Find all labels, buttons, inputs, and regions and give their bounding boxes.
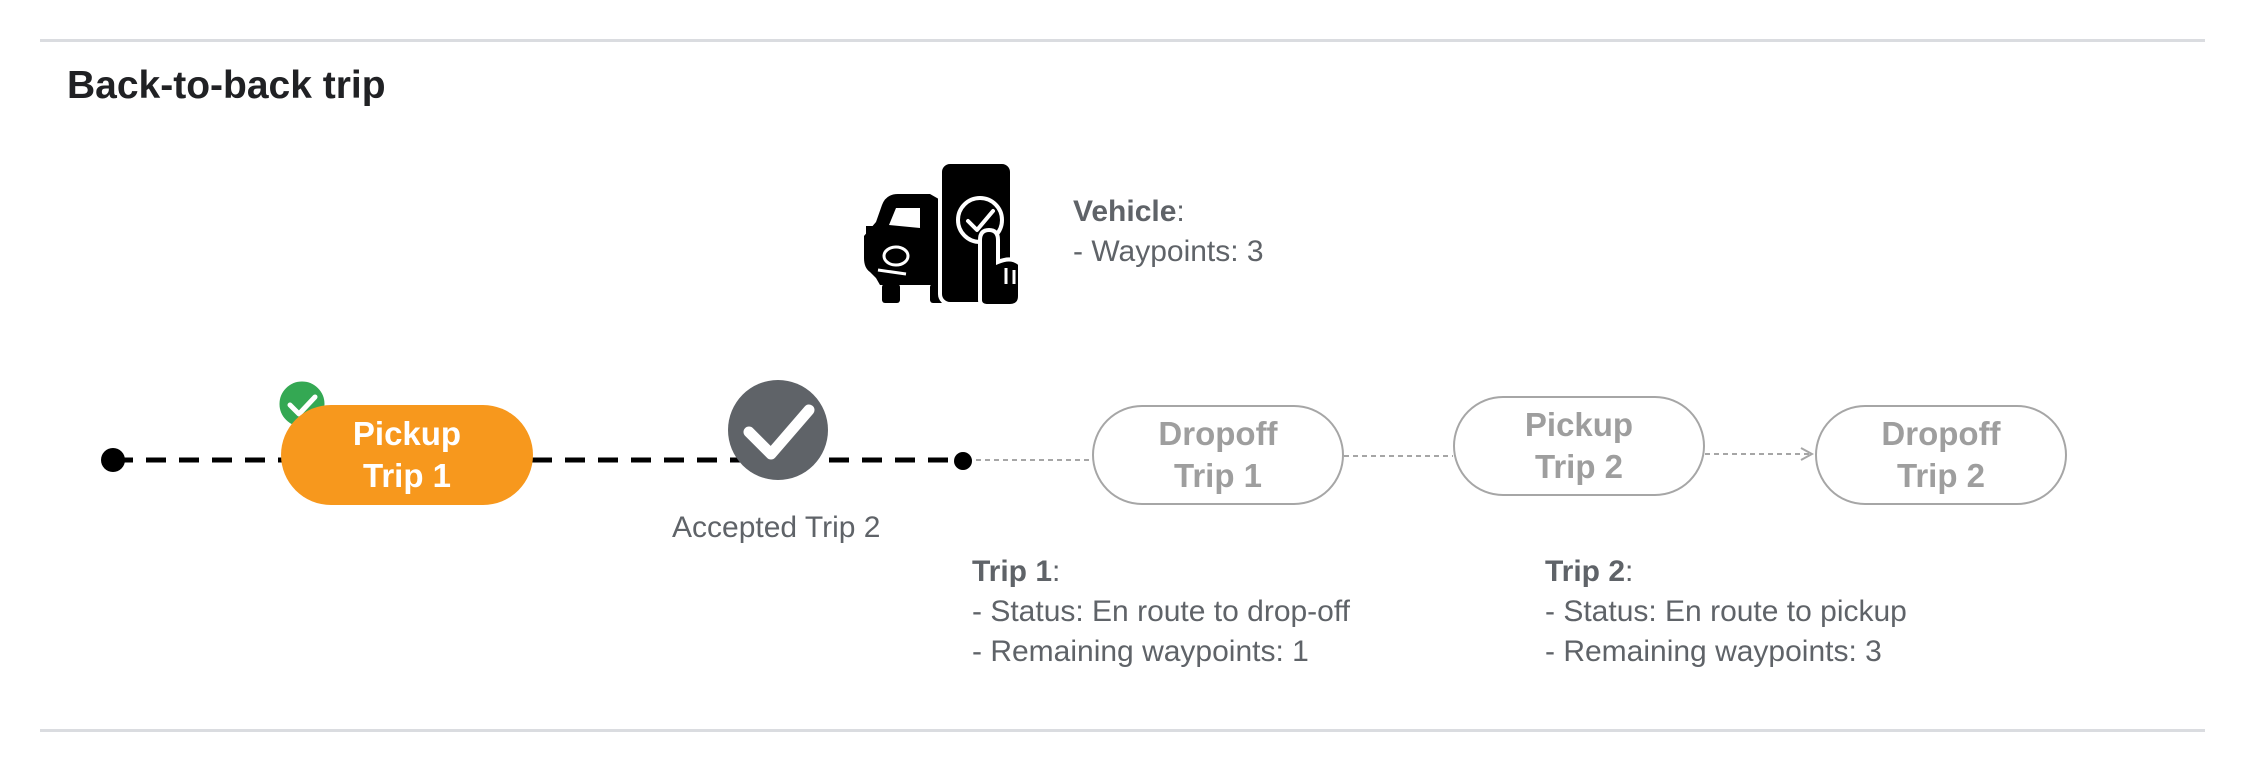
- node-label-line1: Dropoff: [1881, 415, 2001, 452]
- node-label-line1: Pickup: [1524, 406, 1634, 443]
- vehicle-info-heading: Vehicle: [1073, 195, 1177, 228]
- start-point: [101, 448, 125, 472]
- node-dropoff-trip-2: Dropoff Trip 2: [1815, 405, 2067, 505]
- trip-2-info: Trip 2: - Status: En route to pickup - R…: [1545, 552, 1907, 672]
- node-pickup-trip-1: Pickup Trip 1: [281, 405, 533, 505]
- trip-1-info: Trip 1: - Status: En route to drop-off -…: [972, 552, 1350, 672]
- trip-2-status: - Status: En route to pickup: [1545, 595, 1907, 628]
- node-label-line2: Trip 1: [362, 457, 452, 494]
- node-dropoff-trip-1: Dropoff Trip 1: [1092, 405, 1344, 505]
- trip-1-remaining: - Remaining waypoints: 1: [972, 635, 1309, 668]
- trip-2-remaining: - Remaining waypoints: 3: [1545, 635, 1882, 668]
- node-label-line1: Dropoff: [1158, 415, 1278, 452]
- vehicle-position-point: [954, 452, 972, 470]
- vehicle-info: Vehicle: - Waypoints: 3: [1073, 192, 1264, 272]
- trip-1-status: - Status: En route to drop-off: [972, 595, 1350, 628]
- accepted-check-icon: [728, 380, 828, 480]
- page-title: Back-to-back trip: [67, 64, 386, 107]
- node-pickup-trip-2: Pickup Trip 2: [1453, 396, 1705, 496]
- node-label-line2: Trip 1: [1173, 457, 1263, 494]
- bottom-divider: [40, 729, 2205, 732]
- node-label-line1: Pickup: [352, 415, 462, 452]
- trip-1-heading: Trip 1: [972, 555, 1053, 588]
- node-label-line2: Trip 2: [1896, 457, 1986, 494]
- vehicle-waypoints: - Waypoints: 3: [1073, 235, 1264, 268]
- node-label-line2: Trip 2: [1534, 448, 1624, 485]
- accepted-trip-label: Accepted Trip 2: [672, 511, 881, 544]
- vehicle-phone-icon: [864, 160, 1022, 308]
- trip-2-heading: Trip 2: [1545, 555, 1626, 588]
- top-divider: [40, 39, 2205, 42]
